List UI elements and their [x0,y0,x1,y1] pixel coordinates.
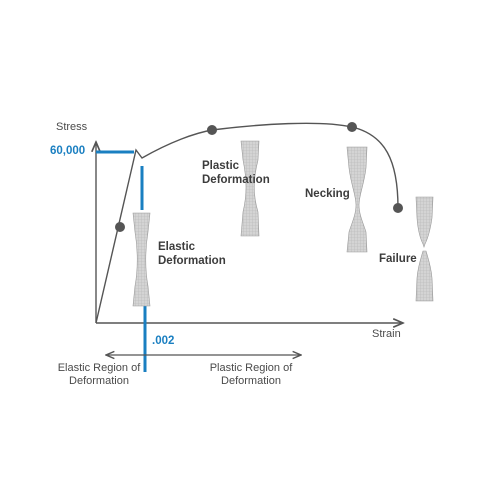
specimen-failure-icon-upper [415,196,434,248]
elastic-point [115,222,125,232]
stress-value-label: 60,000 [50,145,86,157]
yield-point [207,125,217,135]
strain-offset-label: .002 [152,335,175,347]
necking-point [347,122,357,132]
plastic-region-label: Plastic Region of Deformation [209,362,293,387]
elastic-region-label: Elastic Region of Deformation [57,362,141,387]
failure-label: Failure [379,253,417,265]
specimen-failure-icon-lower [415,250,434,302]
failure-point [393,203,403,213]
necking-label: Necking [305,188,350,200]
specimen-plastic-icon [240,140,260,237]
y-axis-label: Stress [56,121,88,133]
specimen-elastic-icon [132,212,151,307]
x-axis-label: Strain [372,328,401,340]
plastic-deformation-label: Plastic Deformation [202,160,270,186]
specimen-necking-icon [346,146,368,253]
stress-strain-curve [95,122,399,324]
elastic-deformation-label: Elastic Deformation [158,241,226,267]
